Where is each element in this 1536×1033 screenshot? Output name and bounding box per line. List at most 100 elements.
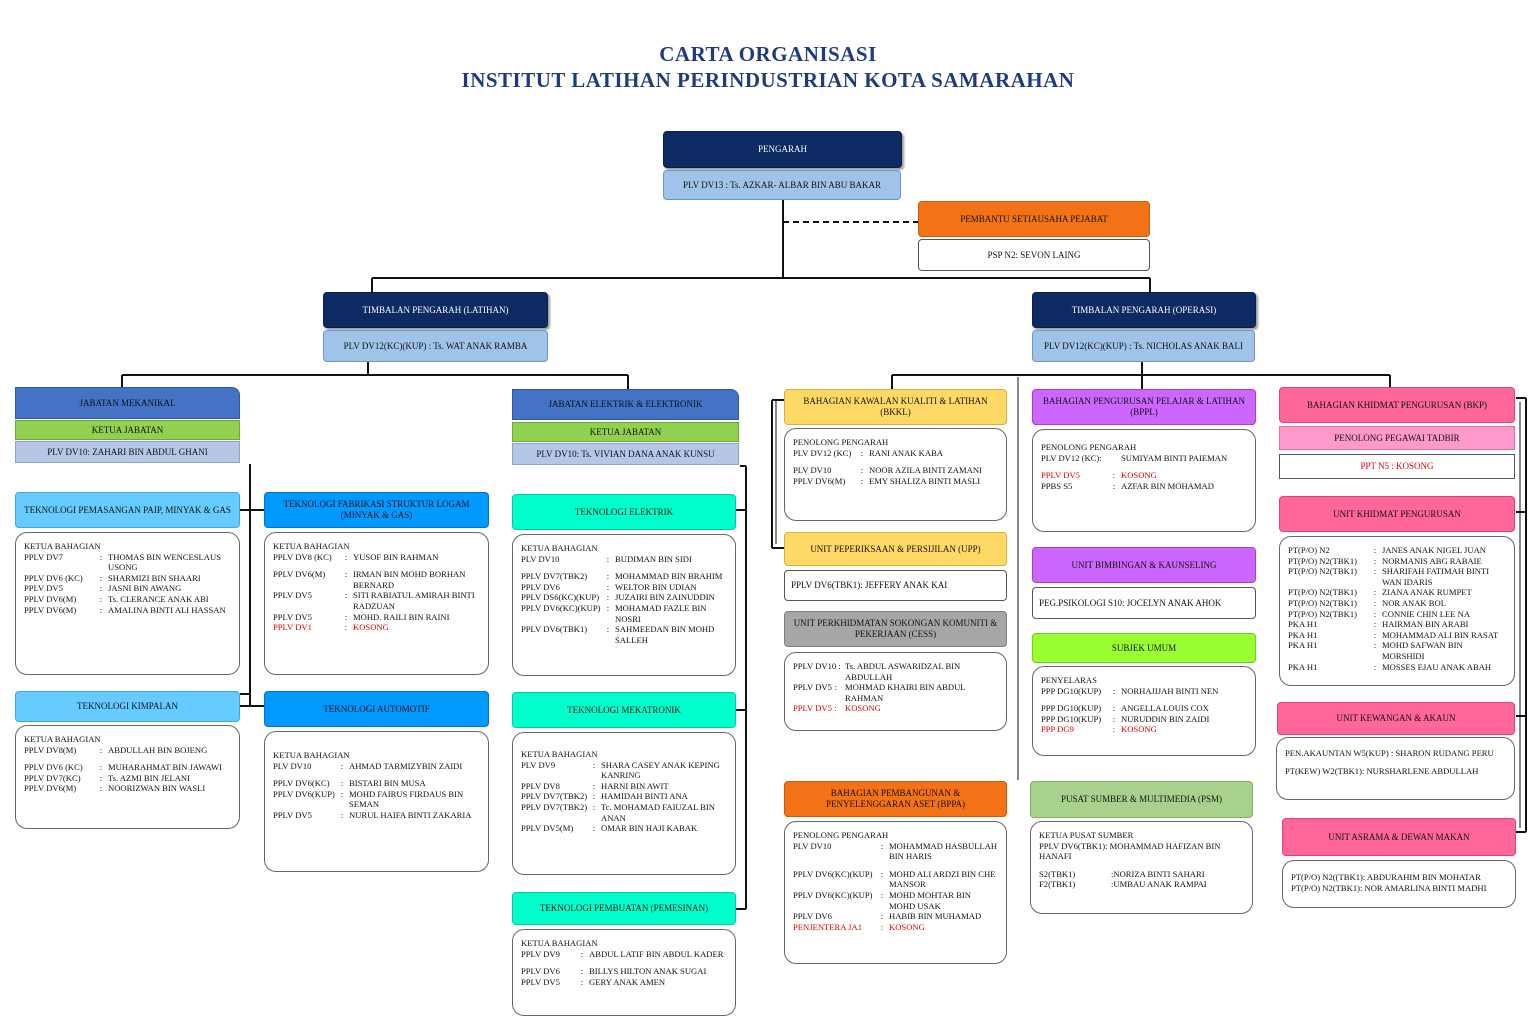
list-item: PLV DV10:NOOR AZILA BINTI ZAMANI	[793, 465, 982, 476]
list-item: PKA H1:MOHAMMAD ALI BIN RASAT	[1288, 629, 1499, 640]
asrama-box: PT(P/O) N2((TBK1): ABDURAHIM BIN MOHATAR…	[1282, 860, 1516, 908]
list-item: PLV DV10:MOHAMMAD HASBULLAH BIN HARIS	[793, 840, 998, 862]
kimpalan-heading: KETUA BAHAGIAN	[24, 734, 101, 744]
paip-heading: KETUA BAHAGIAN	[24, 541, 101, 551]
list-item: PENJENTERA JA1:KOSONG	[793, 921, 925, 932]
bppa-box: PENOLONG PENGARAH PLV DV10:MOHAMMAD HASB…	[784, 821, 1007, 964]
ukp-header: UNIT KHIDMAT PENGURUSAN	[1279, 496, 1515, 532]
pengarah-header: PENGARAH	[663, 131, 902, 168]
list-item: PKA H1:MOHD SAFWAN BIN MORSHIDI	[1288, 640, 1463, 661]
bppl-box: PENOLONG PENGARAH PLV DV12 (KC):SUMIYAM …	[1032, 429, 1256, 532]
ukp-box: PT(P/O) N2:JANES ANAK NIGEL JUAN PT(P/O)…	[1279, 536, 1515, 686]
list-item: PPP DG9:KOSONG	[1041, 724, 1157, 735]
timbalan-latihan-header: TIMBALAN PENGARAH (LATIHAN)	[323, 292, 548, 328]
list-item: PT(P/O) N2(TBK1):NORMANIS ABG RABAIE	[1288, 555, 1482, 566]
list-item: PPLV DV6:WELTOR BIN UDIAN	[521, 581, 697, 592]
bppa-heading: PENOLONG PENGARAH	[793, 830, 889, 840]
upp-header: UNIT PEPERIKSAAN & PERSIJILAN (UPP)	[784, 532, 1007, 566]
paip-box: KETUA BAHAGIAN PPLV DV7:THOMAS BIN WENCE…	[15, 532, 240, 675]
list-item: PPP DG10(KUP):NURUDDIN BIN ZAIDI	[1041, 713, 1210, 724]
bkkl-box: PENOLONG PENGARAH PLV DV12 (KC):RANI ANA…	[784, 428, 1007, 521]
list-item: PPLV DV5:GERY ANAK AMEN	[521, 976, 666, 987]
list-item: PPLV DV7(KC):Ts. AZMI BIN JELANI	[24, 772, 190, 783]
list-item: PLV DV10:BUDIMAN BIN SIDI	[521, 553, 692, 564]
list-item: PPP DG10(KUP):NORHAJIJAH BINTI NEN	[1041, 685, 1219, 696]
chart-title: CARTA ORGANISASI	[659, 42, 877, 66]
asrama-line1: PT(P/O) N2((TBK1): ABDURAHIM BIN MOHATAR	[1291, 872, 1481, 882]
list-item: PKA H1:HAIRMAN BIN ARABI	[1288, 619, 1469, 630]
kewangan-box: PEN.AKAUNTAN W5(KUP) : SHARON RUDANG PER…	[1276, 737, 1515, 800]
list-item: PPLV DV6(KC):BISTARI BIN MUSA	[273, 778, 426, 789]
list-item: PPLV DV6:BILLYS HILTON ANAK SUGAI	[521, 966, 707, 977]
jabatan-mekanikal-ketua: KETUA JABATAN	[15, 420, 240, 440]
list-item: PPLV DV5(M):OMAR BIN HAJI KABAK	[521, 823, 698, 834]
list-item: PPLV DV7(TBK2):HAMIDAH BINTI ANA	[521, 791, 688, 802]
list-item: PPLV DV5:KOSONG	[1041, 470, 1157, 481]
fabrikasi-header: TEKNOLOGI FABRIKASI STRUKTUR LOGAM (MINY…	[264, 492, 489, 528]
list-item: PPLV DV8 (KC):YUSOF BIN RAHMAN	[273, 551, 439, 562]
list-item: PPLV DV5:SITI RABIATUL AMIRAH BINTI RADZ…	[273, 590, 475, 611]
list-item: PPLV DV5 :KOSONG	[793, 703, 881, 714]
subjek-box: PENYELARAS PPP DG10(KUP):NORHAJIJAH BINT…	[1032, 666, 1256, 756]
list-item: PLV DV12 (KC):RANI ANAK KABA	[793, 447, 944, 458]
automotif-heading: KETUA BAHAGIAN	[273, 750, 350, 760]
list-item: S2(TBK1):NORIZA BINTI SAHARI	[1039, 868, 1205, 879]
paip-header: TEKNOLOGI PEMASANGAN PAIP, MINYAK & GAS	[15, 492, 240, 528]
elektrik-header: TEKNOLOGI ELEKTRIK	[512, 494, 736, 530]
list-item: PPLV DV6(M):IRMAN BIN MOHD BORHAN BERNAR…	[273, 569, 466, 590]
fabrikasi-heading: KETUA BAHAGIAN	[273, 541, 350, 551]
list-item: PPLV DV7(TBK2):MOHAMMAD BIN BRAHIM	[521, 571, 723, 582]
list-item: PLV DV12 (KC):SUMIYAM BINTI PAIEMAN	[1041, 452, 1228, 463]
kewangan-header: UNIT KEWANGAN & AKAUN	[1277, 702, 1515, 735]
list-item: PPLV DV6(KC)(KUP):MOHD MOHTAR BIN MOHD U…	[793, 889, 971, 911]
pembuatan-header: TEKNOLOGI PEMBUATAN (PEMESINAN)	[512, 892, 736, 925]
subjek-heading: PENYELARAS	[1041, 675, 1097, 685]
list-item: PPLV DV6(KC)(KUP):MOHAMAD FAZLE BIN NOSR…	[521, 602, 707, 624]
psm-header: PUSAT SUMBER & MULTIMEDIA (PSM)	[1030, 781, 1253, 818]
list-item: PPP DG10(KUP):ANGELLA LOUIS COX	[1041, 703, 1209, 714]
bimbingan-header: UNIT BIMBINGAN & KAUNSELING	[1032, 547, 1256, 583]
list-item: PT(P/O) N2(TBK1):CONNIE CHIN LEE NA	[1288, 608, 1471, 619]
list-item: PPLV DV9:ABDUL LATIF BIN ABDUL KADER	[521, 948, 724, 959]
jabatan-elektrik-ketua: KETUA JABATAN	[512, 422, 739, 442]
timbalan-latihan-holder: PLV DV12(KC)(KUP) : Ts. WAT ANAK RAMBA	[323, 330, 548, 362]
mekatronik-heading: KETUA BAHAGIAN	[521, 749, 598, 759]
bppa-header: BAHAGIAN PEMBANGUNAN & PENYELENGGARAN AS…	[784, 781, 1007, 817]
list-item: PT(P/O) N2(TBK1):SHARIFAH FATIMAH BINTI …	[1288, 566, 1490, 587]
pembuatan-heading: KETUA BAHAGIAN	[521, 938, 598, 948]
list-item: PLV DV9:SHARA CASEY ANAK KEPING KANRING	[521, 759, 720, 781]
jabatan-mekanikal-header: JABATAN MEKANIKAL	[15, 387, 240, 419]
list-item: PPLV DV5:MOHD. RAILI BIN RAINI	[273, 611, 450, 622]
list-item: F2(TBK1):UMBAU ANAK RAMPAI	[1039, 879, 1207, 890]
list-item: PPLV DV6 (KC):MUHARAHMAT BIN JAWAWI	[24, 762, 222, 773]
automotif-box: KETUA BAHAGIAN PLV DV10:AHMAD TARMIZYBIN…	[264, 731, 489, 872]
chart-subtitle: INSTITUT LATIHAN PERINDUSTRIAN KOTA SAMA…	[461, 68, 1075, 92]
list-item: PT(P/O) N2:JANES ANAK NIGEL JUAN	[1288, 545, 1486, 555]
list-item: PPLV DV6(M):Ts. CLERANCE ANAK ABI	[24, 593, 209, 604]
pembuatan-box: KETUA BAHAGIAN PPLV DV9:ABDUL LATIF BIN …	[512, 929, 736, 1016]
kimpalan-box: KETUA BAHAGIAN PPLV DV8(M):ABDULLAH BIN …	[15, 725, 240, 829]
psm-lead: PPLV DV6(TBK1): MOHAMMAD HAFIZAN BIN HAN…	[1039, 840, 1221, 862]
jabatan-elektrik-holder: PLV DV10: Ts. VIVIAN DANA ANAK KUNSU	[512, 443, 739, 465]
timbalan-operasi-header: TIMBALAN PENGARAH (OPERASI)	[1032, 292, 1256, 328]
timbalan-operasi-holder: PLV DV12(KC)(KUP) : Ts. NICHOLAS ANAK BA…	[1032, 330, 1255, 362]
list-item: PPLV DV6(TBK1):SAHMEEDAN BIN MOHD SALLEH	[521, 624, 715, 645]
elektrik-box: KETUA BAHAGIAN PLV DV10:BUDIMAN BIN SIDI…	[512, 534, 736, 676]
list-item: PPLV DV8:HARNI BIN AWIT	[521, 780, 669, 791]
psm-heading: KETUA PUSAT SUMBER	[1039, 830, 1134, 840]
list-item: PPLV DV6(KUP):MOHD FAIRUS FIRDAUS BIN SE…	[273, 788, 464, 810]
fabrikasi-box: KETUA BAHAGIAN PPLV DV8 (KC):YUSOF BIN R…	[264, 532, 489, 675]
pengarah-holder: PLV DV13 : Ts. AZKAR- ALBAR BIN ABU BAKA…	[663, 170, 901, 200]
kewangan-line1: PEN.AKAUNTAN W5(KUP) : SHARON RUDANG PER…	[1285, 748, 1494, 758]
pembantu-holder: PSP N2: SEVON LAING	[918, 239, 1150, 271]
list-item: PPLV DV5 :MOHMAD KHAIRI BIN ABDUL RAHMAN	[793, 682, 966, 703]
list-item: PPLV DV6:HABIB BIN MUHAMAD	[793, 911, 982, 922]
list-item: PPLV DV5:JASNI BIN AWANG	[24, 583, 182, 594]
list-item: PPLV DV7:THOMAS BIN WENCESLAUS USONG	[24, 551, 221, 573]
kimpalan-header: TEKNOLOGI KIMPALAN	[15, 691, 240, 722]
mekatronik-header: TEKNOLOGI MEKATRONIK	[512, 692, 736, 728]
list-item: PPLV DV6(M):NOORIZWAN BIN WASLI	[24, 783, 206, 794]
jabatan-mekanikal-holder: PLV DV10: ZAHARI BIN ABDUL GHANI	[15, 441, 240, 463]
bppl-heading: PENOLONG PENGARAH	[1041, 442, 1137, 452]
